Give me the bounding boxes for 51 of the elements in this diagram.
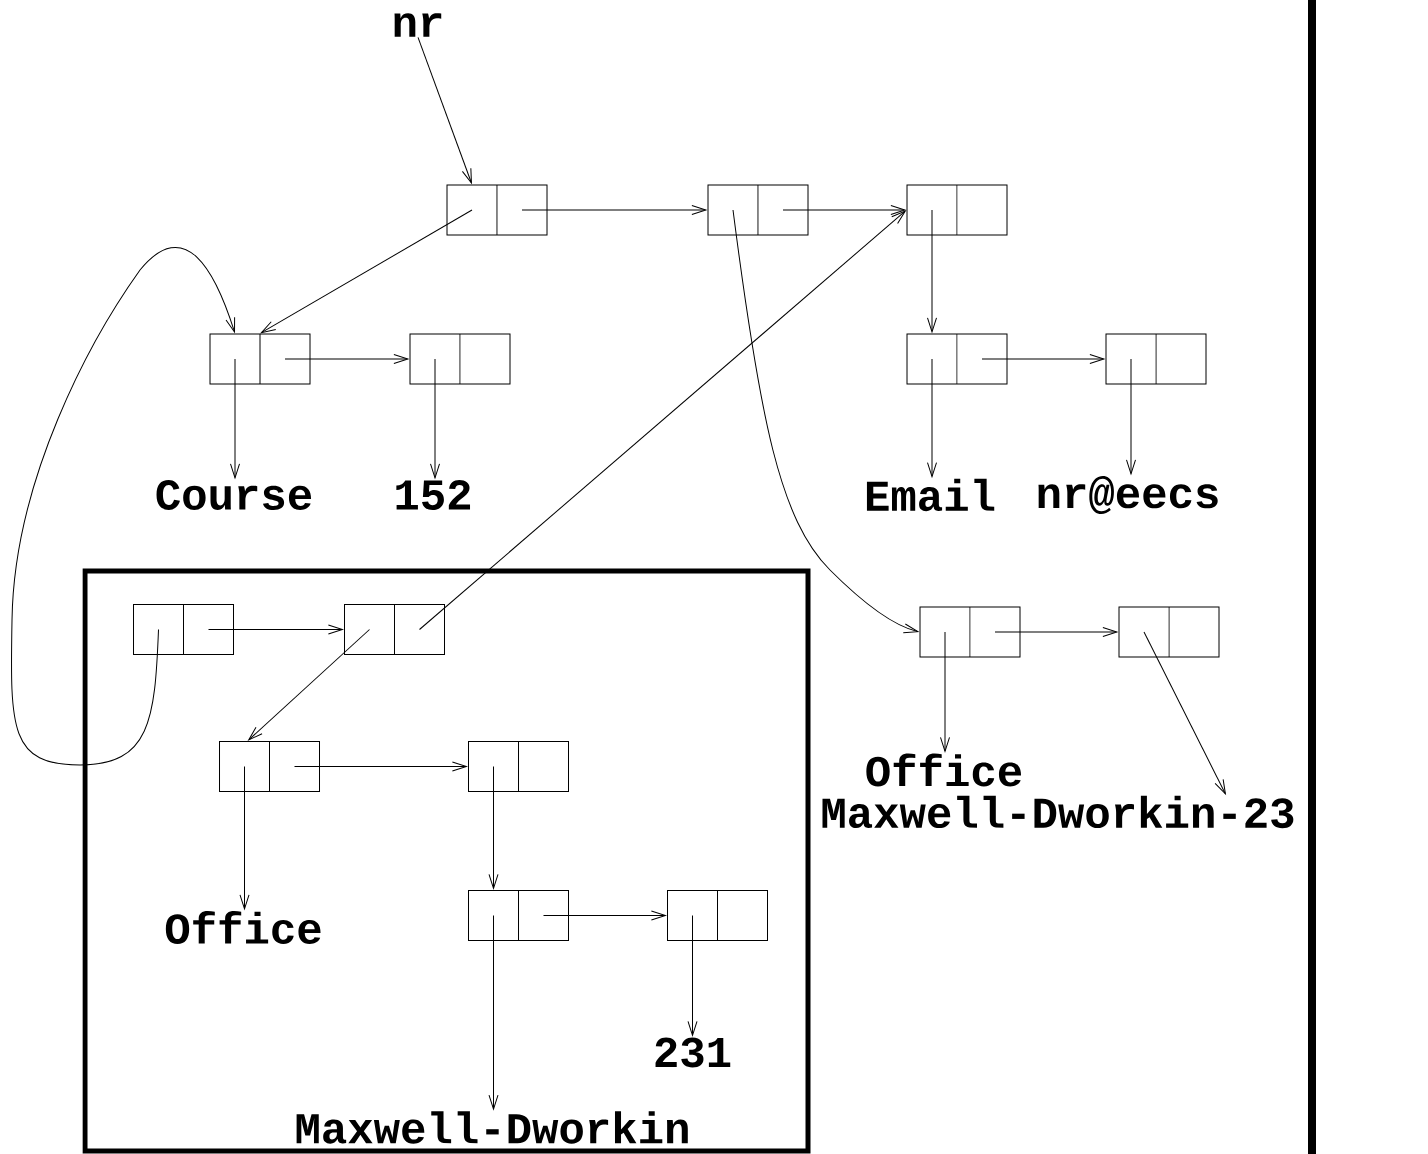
arrow (1143, 631, 1226, 795)
pair-cell (133, 604, 234, 655)
pair-cell (468, 741, 569, 792)
node-label: Course (156, 480, 312, 510)
node-label: Maxwell-Dworkin-23 (822, 795, 1294, 829)
arrow (239, 766, 250, 910)
arrow (248, 629, 370, 741)
arrow (430, 358, 440, 479)
arrow (543, 910, 666, 921)
pair-cell (667, 890, 768, 941)
arrow (260, 209, 473, 334)
arrow (521, 205, 707, 215)
arrow (488, 766, 499, 889)
arrow (782, 205, 906, 215)
pair-cell (209, 333, 311, 385)
arrow (927, 209, 937, 333)
pair-cell (468, 890, 569, 941)
node-label: nr@eecs (1038, 476, 1218, 514)
arrow (1126, 358, 1136, 475)
pair-cell (906, 333, 1008, 385)
arrow (419, 210, 906, 630)
arrow (417, 36, 472, 184)
pair-cell (219, 741, 320, 792)
arrow (994, 627, 1118, 637)
pair-cell (906, 184, 1008, 236)
arrow (294, 761, 467, 772)
node-label: Office (866, 753, 1022, 787)
pair-cell (344, 604, 445, 655)
arrow (981, 354, 1105, 364)
arrow (488, 915, 499, 1110)
pair-cell (446, 184, 548, 236)
pair-cell (707, 184, 809, 236)
pair-cell (1105, 333, 1207, 385)
node-label: Office (165, 911, 321, 944)
arrow (927, 358, 937, 478)
node-label: nr (394, 13, 442, 37)
arrow (732, 209, 919, 634)
node-label: Email (866, 478, 995, 512)
arrow (208, 624, 343, 635)
node-label: 231 (655, 1037, 731, 1068)
node-label: Maxwell-Dworkin (296, 1111, 688, 1144)
arrow (284, 354, 409, 364)
arrow (940, 631, 950, 752)
group-frame (82, 568, 811, 1154)
arrow (230, 358, 240, 479)
node-label: 152 (396, 480, 470, 510)
arrow (687, 915, 698, 1036)
pair-cell (1118, 606, 1220, 658)
arrow (11, 247, 236, 766)
pair-cell (409, 333, 511, 385)
pair-cell (919, 606, 1021, 658)
